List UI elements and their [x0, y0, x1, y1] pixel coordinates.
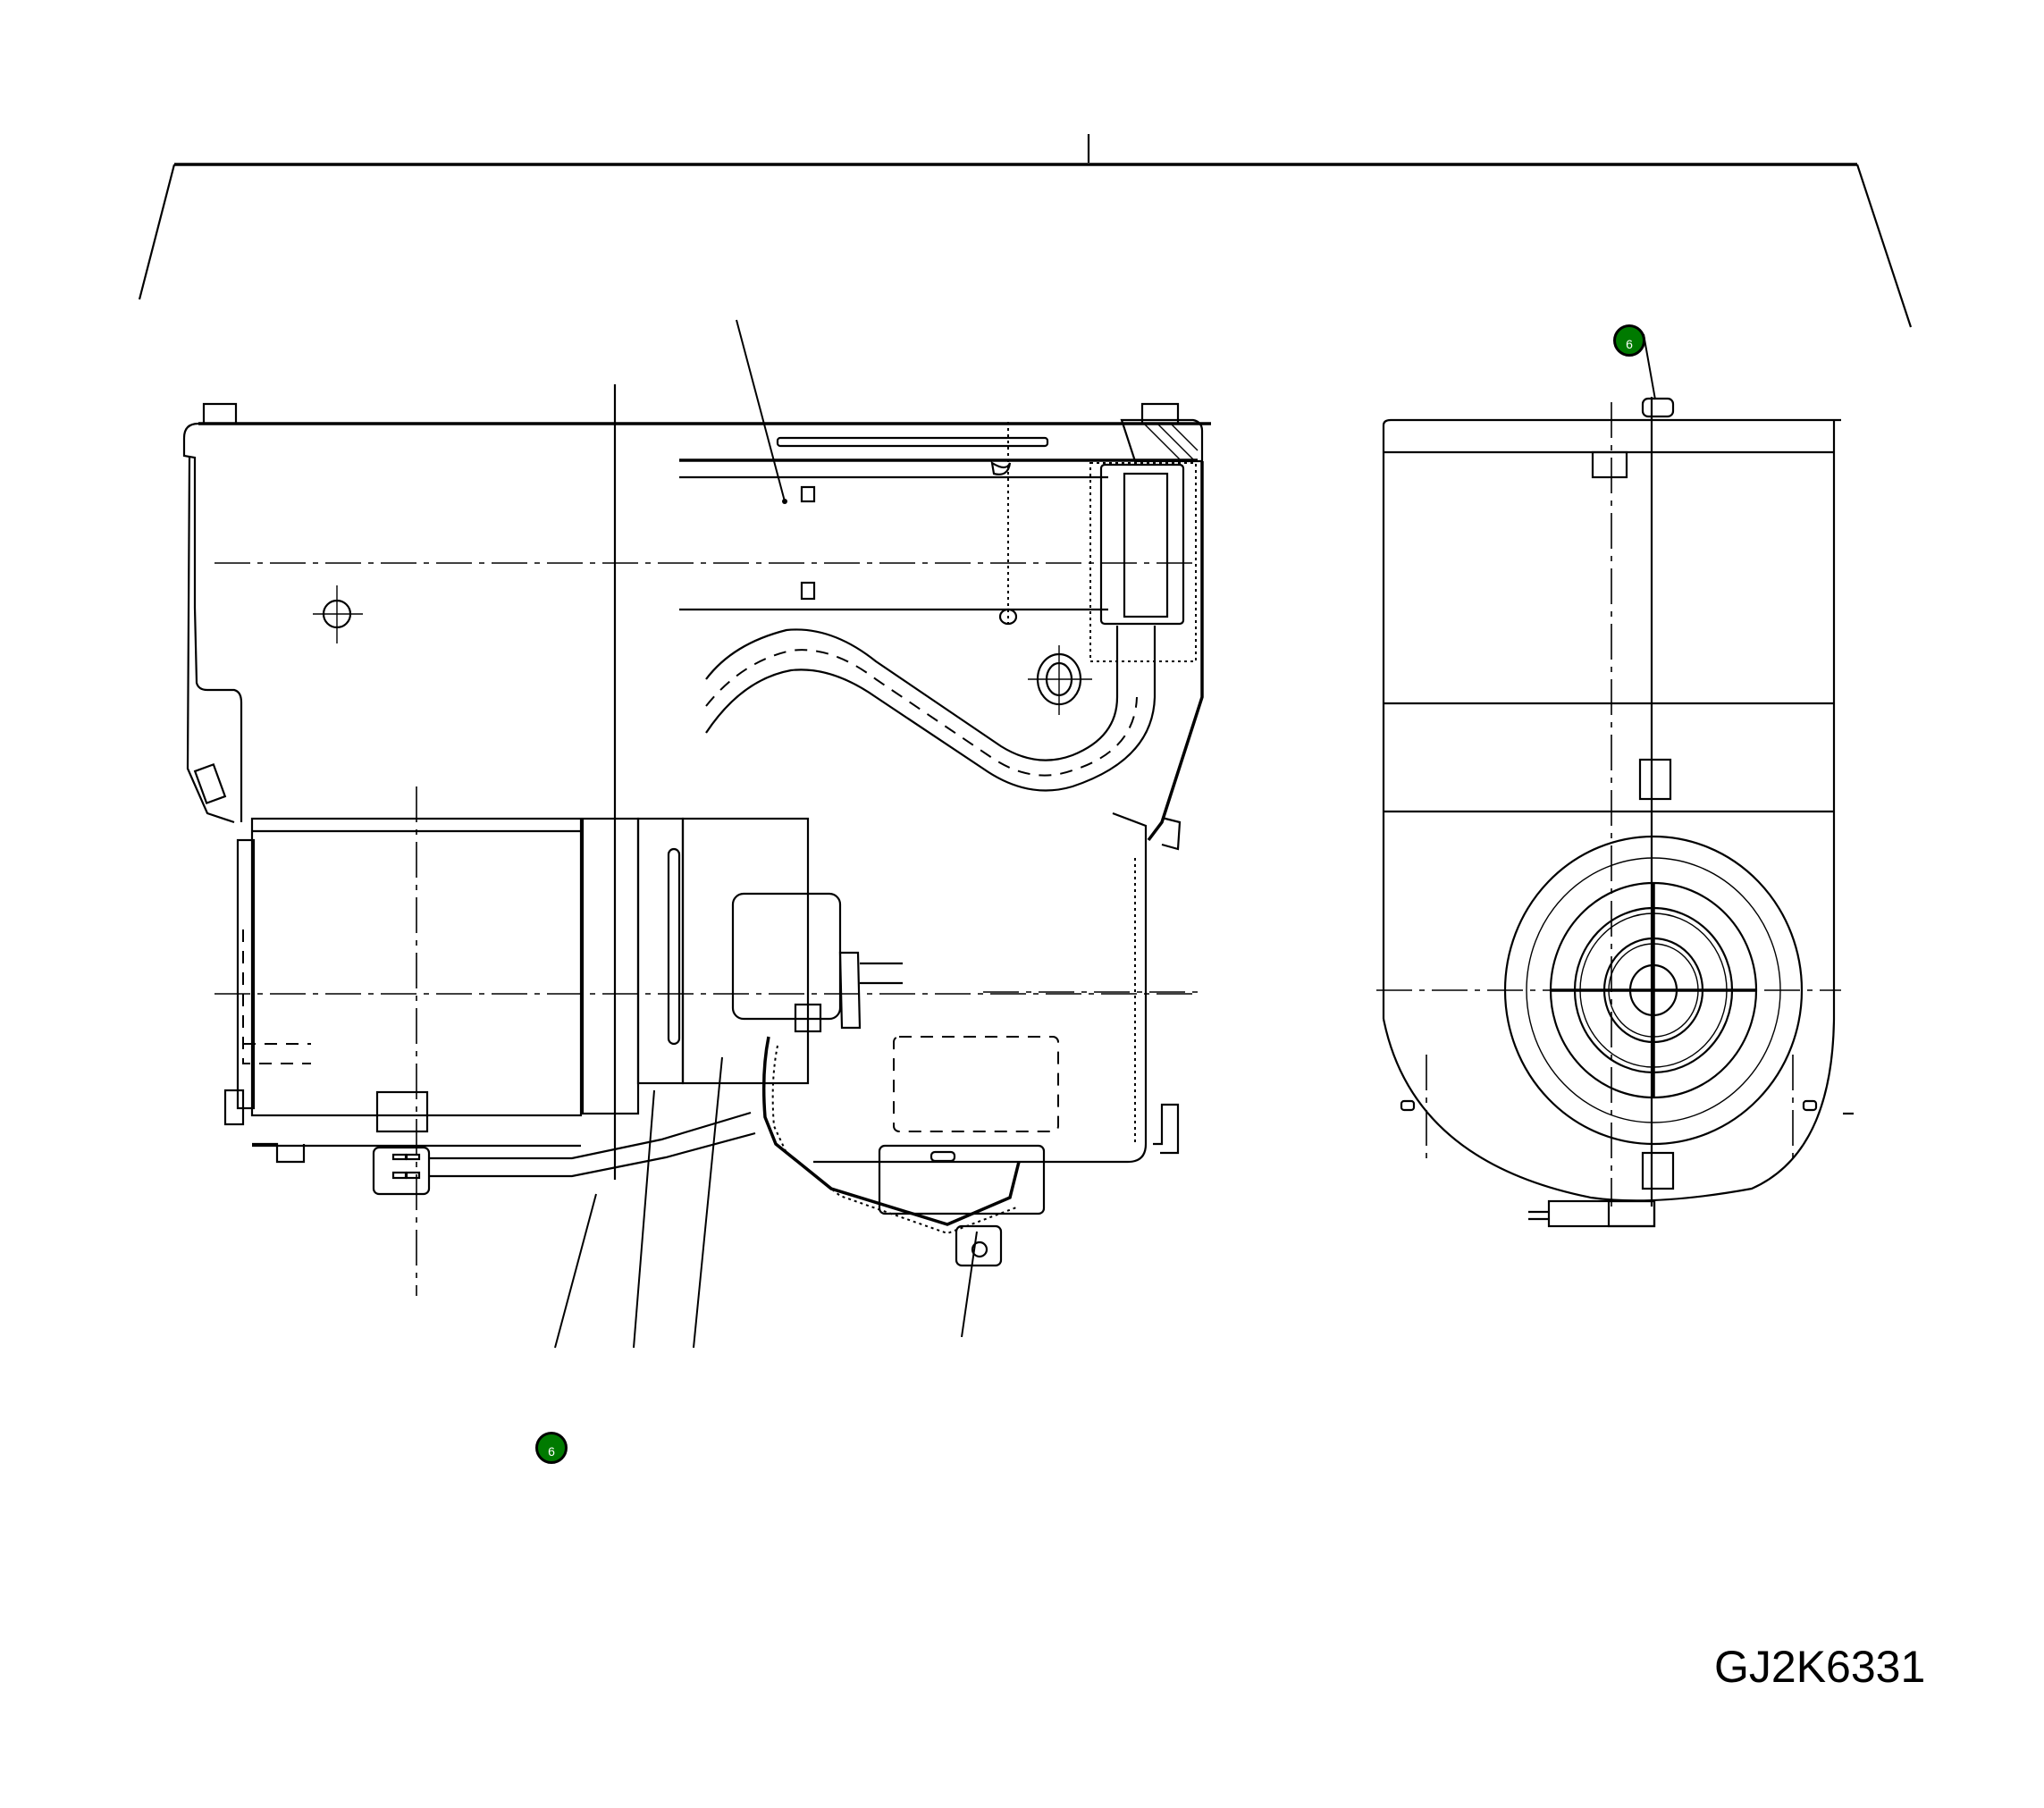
figure-id: GJ2K6331 — [1714, 1642, 1926, 1692]
leader-lines — [554, 319, 1656, 1349]
assembly-bracket — [138, 134, 1913, 328]
callout-part-6-bottom[interactable]: 6 — [535, 1432, 568, 1464]
side-view — [182, 384, 1211, 1296]
callout-part-6-top[interactable]: 6 — [1613, 324, 1645, 357]
front-view — [1376, 397, 1854, 1228]
